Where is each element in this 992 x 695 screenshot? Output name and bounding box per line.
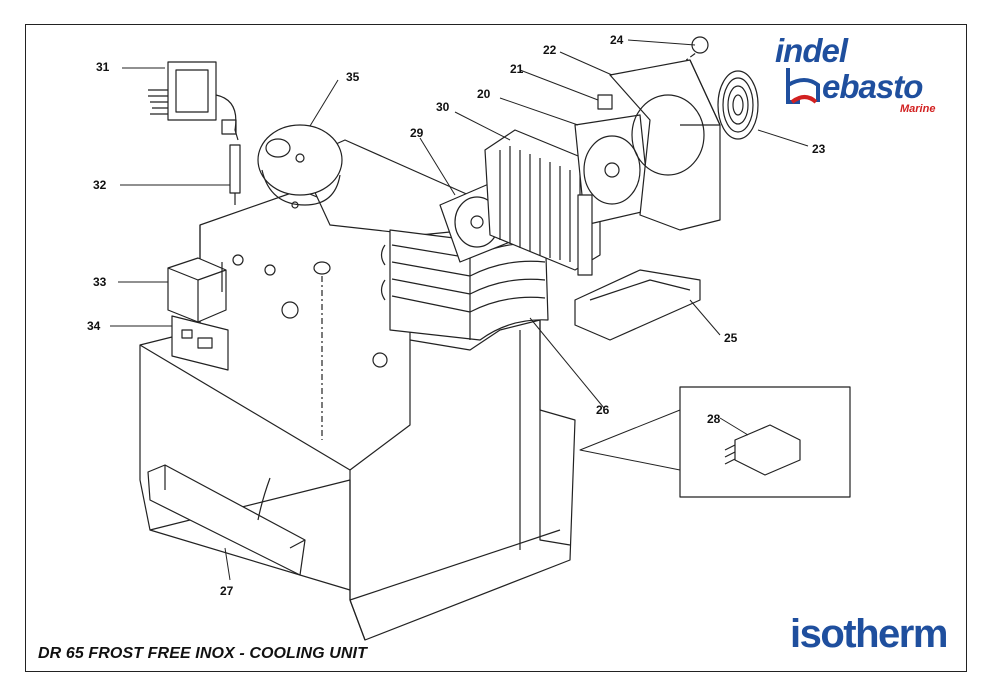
control-box [167, 257, 227, 323]
callout-29: 29 [410, 126, 424, 140]
callout-31: 31 [96, 60, 110, 74]
fan-guard [717, 70, 759, 140]
callout-33: 33 [93, 275, 107, 289]
water-tray [147, 464, 306, 576]
diagram-title: DR 65 FROST FREE INOX - COOLING UNIT [38, 645, 367, 662]
drawing-frame [25, 24, 967, 672]
logo-indel-text: indel [775, 32, 848, 69]
logo-isotherm-text: isotherm [790, 612, 948, 656]
callout-21: 21 [510, 62, 524, 76]
callout-30: 30 [436, 100, 450, 114]
callout-20: 20 [477, 87, 491, 101]
fan-housing [609, 59, 721, 231]
capillary-tube [577, 194, 593, 276]
callout-26: 26 [596, 403, 610, 417]
logo-marine-text: Marine [900, 103, 936, 115]
dryer-filter [229, 144, 241, 205]
callout-25: 25 [724, 331, 738, 345]
callout-23: 23 [812, 142, 826, 156]
compressor [257, 124, 343, 209]
thermostat [597, 94, 613, 110]
door-switch [724, 424, 801, 476]
condenser-coil [380, 223, 549, 341]
indel-webasto-logo-mark [786, 68, 820, 104]
electronic-board [171, 315, 229, 371]
callout-22: 22 [543, 43, 557, 57]
callout-34: 34 [87, 319, 101, 333]
relay-transformer [148, 61, 239, 141]
grommet [313, 261, 331, 275]
callout-24: 24 [610, 33, 624, 47]
callout-27: 27 [220, 584, 234, 598]
logo-webasto-text: ebasto [822, 68, 923, 105]
callout-35: 35 [346, 70, 360, 84]
callout-28: 28 [707, 412, 721, 426]
drip-tray [574, 269, 701, 341]
callout-32: 32 [93, 178, 107, 192]
